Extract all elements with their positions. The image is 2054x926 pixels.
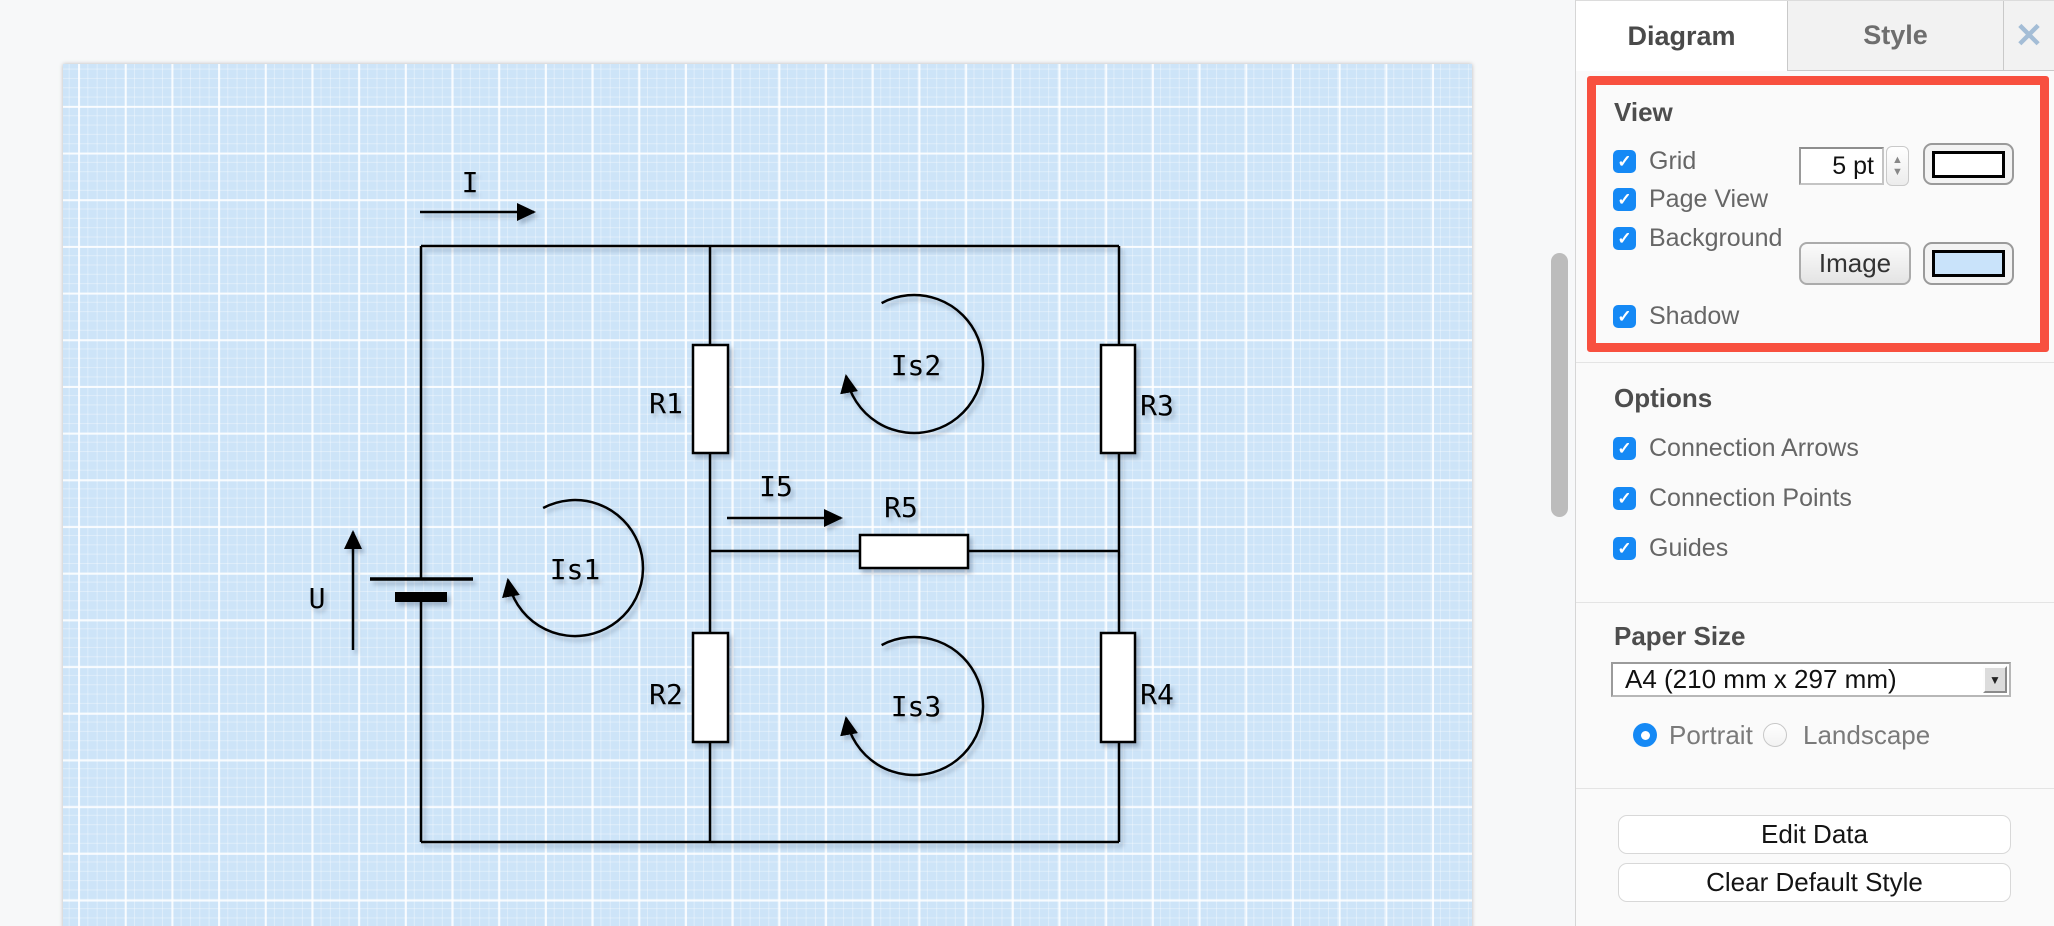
connection-arrows-checkbox[interactable]: ✓ xyxy=(1613,437,1636,460)
grid-color-chip xyxy=(1932,150,2005,178)
mesh-loop-arrow-is2[interactable] xyxy=(840,293,985,435)
grid-color-swatch[interactable] xyxy=(1923,143,2014,185)
grid-size-input[interactable] xyxy=(1799,147,1884,185)
paper-size-section-title: Paper Size xyxy=(1614,621,1746,651)
landscape-radio[interactable] xyxy=(1763,723,1787,747)
format-panel: Diagram Style ✕ View ✓ Grid ▲ ▼ ✓ Page V… xyxy=(1575,0,2054,926)
checkmark-icon: ✓ xyxy=(1617,489,1632,508)
vertical-scrollbar[interactable] xyxy=(1551,253,1568,517)
resistor-r2[interactable] xyxy=(691,631,730,744)
label-r3[interactable]: R3 xyxy=(1140,389,1174,422)
chevron-down-icon: ▼ xyxy=(1989,672,2001,687)
background-checkbox[interactable]: ✓ xyxy=(1613,227,1636,250)
shadow-checkbox[interactable]: ✓ xyxy=(1613,305,1636,328)
resistor-r5[interactable] xyxy=(858,533,970,570)
close-icon: ✕ xyxy=(2014,16,2044,55)
stepper-up-icon[interactable]: ▲ xyxy=(1892,154,1903,166)
highlight-rectangle xyxy=(1587,76,2049,352)
section-divider xyxy=(1576,602,2054,603)
edit-data-button[interactable]: Edit Data xyxy=(1618,815,2011,854)
label-current-i[interactable]: I xyxy=(462,166,479,199)
mesh-loop-arrow-is1[interactable] xyxy=(502,498,645,638)
checkmark-icon: ✓ xyxy=(1617,439,1632,458)
dropdown-button[interactable]: ▼ xyxy=(1983,666,2007,693)
drawing-canvas[interactable]: I U I5 R1 R2 R3 R4 R5 Is1 Is2 Is3 xyxy=(0,0,1575,926)
checkmark-icon: ✓ xyxy=(1617,539,1632,558)
options-section-title: Options xyxy=(1614,383,1713,413)
connection-points-checkbox[interactable]: ✓ xyxy=(1613,487,1636,510)
clear-default-style-button[interactable]: Clear Default Style xyxy=(1618,863,2011,902)
radio-dot xyxy=(1640,730,1650,740)
tab-style[interactable]: Style xyxy=(1788,1,2004,71)
page[interactable] xyxy=(63,64,1472,926)
portrait-radio-label: Portrait xyxy=(1669,720,1753,750)
resistor-r1[interactable] xyxy=(691,343,730,455)
checkmark-icon: ✓ xyxy=(1617,190,1632,209)
page-view-checkbox[interactable]: ✓ xyxy=(1613,188,1636,211)
background-color-swatch[interactable] xyxy=(1923,242,2014,285)
label-is2[interactable]: Is2 xyxy=(891,349,942,382)
shadow-checkbox-label: Shadow xyxy=(1649,302,1740,330)
section-divider xyxy=(1576,788,2054,789)
checkmark-icon: ✓ xyxy=(1617,152,1632,171)
paper-size-value: A4 (210 mm x 297 mm) xyxy=(1625,664,1897,694)
connection-arrows-label: Connection Arrows xyxy=(1649,434,1859,462)
landscape-radio-label: Landscape xyxy=(1803,720,1931,750)
label-r5[interactable]: R5 xyxy=(884,491,918,524)
mesh-loop-arrow-is3[interactable] xyxy=(840,635,985,777)
guides-checkbox[interactable]: ✓ xyxy=(1613,537,1636,560)
resistor-r4[interactable] xyxy=(1099,631,1137,744)
background-checkbox-label: Background xyxy=(1649,224,1783,252)
grid-checkbox-label: Grid xyxy=(1649,147,1697,175)
resistor-r3[interactable] xyxy=(1099,343,1137,455)
checkmark-icon: ✓ xyxy=(1617,229,1632,248)
connection-points-label: Connection Points xyxy=(1649,484,1852,512)
paper-size-select[interactable]: A4 (210 mm x 297 mm) ▼ xyxy=(1611,662,2011,697)
panel-tabbar: Diagram Style ✕ xyxy=(1576,0,2054,71)
background-image-button[interactable]: Image xyxy=(1799,242,1911,285)
checkmark-icon: ✓ xyxy=(1617,307,1632,326)
portrait-radio[interactable] xyxy=(1633,723,1657,747)
view-section-title: View xyxy=(1614,97,1673,127)
page-view-checkbox-label: Page View xyxy=(1649,185,1769,213)
circuit-wires[interactable] xyxy=(419,244,1121,844)
grid-checkbox[interactable]: ✓ xyxy=(1613,150,1636,173)
guides-label: Guides xyxy=(1649,534,1729,562)
grid-size-stepper[interactable]: ▲ ▼ xyxy=(1886,146,1909,186)
label-r2[interactable]: R2 xyxy=(649,678,683,711)
label-r4[interactable]: R4 xyxy=(1140,678,1174,711)
label-is3[interactable]: Is3 xyxy=(891,690,942,723)
panel-close-button[interactable]: ✕ xyxy=(2004,1,2054,71)
section-divider xyxy=(1576,362,2054,363)
label-is1[interactable]: Is1 xyxy=(550,553,601,586)
label-voltage-u[interactable]: U xyxy=(309,582,326,615)
stepper-down-icon[interactable]: ▼ xyxy=(1892,166,1903,178)
background-color-chip xyxy=(1932,250,2005,277)
battery-icon[interactable] xyxy=(370,577,473,602)
tab-diagram[interactable]: Diagram xyxy=(1576,1,1788,71)
label-r1[interactable]: R1 xyxy=(649,387,683,420)
circuit-diagram: I U I5 R1 R2 R3 R4 R5 Is1 Is2 Is3 xyxy=(309,166,1174,844)
label-current-i5[interactable]: I5 xyxy=(759,470,793,503)
